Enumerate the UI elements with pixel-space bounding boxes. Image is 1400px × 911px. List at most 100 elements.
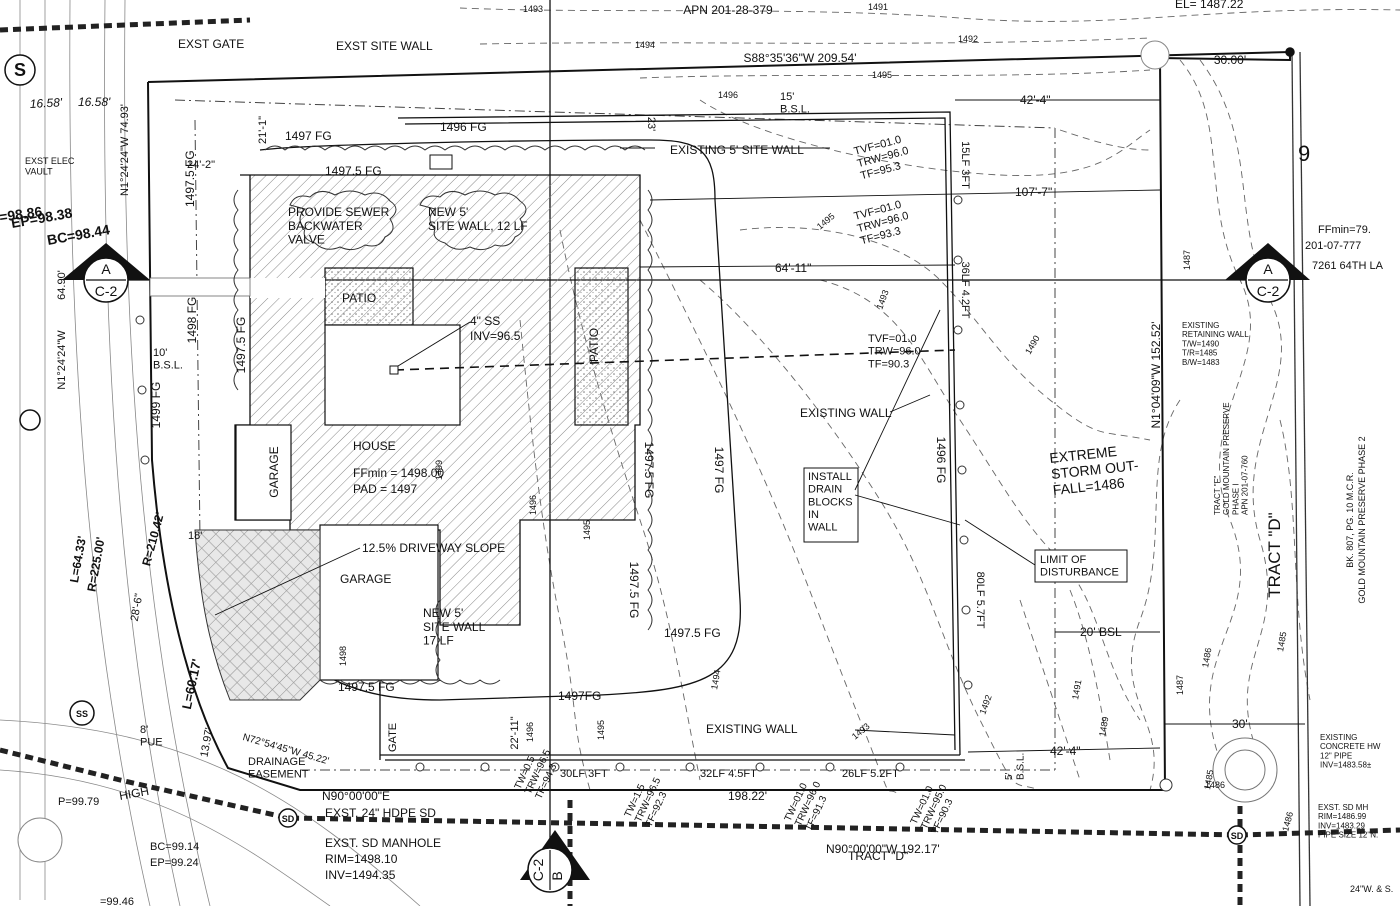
lf-80: 80LF 5.7FT [974, 572, 986, 629]
grade-1497-5-bot2: 1497.5 FG [338, 680, 395, 694]
tract-d-bottom: TRACT "D" [848, 849, 908, 863]
property-boundary [147, 50, 1291, 791]
tract-d-big: TRACT "D" [1265, 512, 1284, 597]
text-line: VALVE [288, 233, 325, 247]
text-line: INV=1483.29 [1318, 821, 1365, 830]
text-line: LIMIT OF [1040, 554, 1087, 566]
grade-1497-5-right2: 1497.5 FG [627, 562, 641, 619]
contour-label: 1495 [815, 211, 837, 232]
text-line: PUE [140, 737, 163, 749]
wall-bot-3: TW=01.0TRW=96.0TF=91.3 [783, 775, 834, 833]
text-line: EASEMENT [248, 769, 309, 781]
bottom-bearing: N90°00'00"E [322, 789, 390, 803]
wall-top-1: TVF=01.0TRW=96.0TF=95.3 [853, 133, 914, 183]
driveway [194, 529, 321, 701]
contour-label: 1487 [1175, 675, 1185, 695]
contour-label: 1499 [434, 460, 444, 480]
dim-42-4-top: 42'-4" [1020, 93, 1051, 107]
contour-label: 1493 [523, 4, 543, 14]
dim-24-2: 24'-2" [187, 159, 215, 171]
text-line: RETAINING WALL [1182, 330, 1249, 339]
bsl-5: 5'B.S.L. [1004, 753, 1027, 780]
utility-symbols [4, 40, 1295, 863]
right-dim-30: 30.00' [1214, 53, 1246, 67]
text-line: IN [808, 509, 819, 521]
grade-1498-left: 1498 FG [185, 297, 199, 344]
lot-9: 9 [1298, 141, 1310, 166]
text-line: 15' [780, 91, 794, 103]
text-line: INV=1483.58± [1320, 761, 1372, 770]
svg-text:SS: SS [76, 709, 88, 719]
tract-f-note: TRACT "F"GOLD MOUNTAIN PRESERVEPHASE IAP… [1213, 402, 1250, 515]
text-line: APN 201-07-760 [1241, 455, 1250, 515]
manhole-tags: S SD SD SS [14, 60, 1244, 841]
contour-label: 1494 [635, 40, 655, 50]
text-line: T/R=1485 [1182, 349, 1218, 358]
curve-radius-2: R=225.00' [84, 536, 107, 593]
contour-label: 1490 [1023, 334, 1042, 356]
e-9946: =99.46 [100, 896, 134, 906]
existing-site-wall-label: EXISTING 5' SITE WALL [670, 143, 804, 157]
site-walls [239, 111, 965, 761]
text-line: GOLD MOUNTAIN PRESERVE [1222, 402, 1231, 515]
top-bearing: S88°35'36"W 209.54' [743, 51, 856, 65]
text-line: NEW 5' [423, 606, 463, 620]
text-line: DISTURBANCE [1040, 567, 1119, 579]
ep-9924: EP=99.24 [150, 857, 199, 869]
contour-label: 1486 [1280, 811, 1295, 833]
setback-lines [174, 99, 1056, 771]
grade-1497-5-bot: 1497.5 FG [664, 626, 721, 640]
text-line: TRW=96.0 [868, 346, 921, 358]
e-9886: =98.86 [0, 203, 43, 225]
section-a-left: A [101, 261, 111, 277]
contour-label: 1492 [977, 693, 993, 715]
dim-23: 23' [645, 117, 657, 131]
contour-label: 1487 [1182, 250, 1192, 270]
contour-label: 1491 [868, 2, 888, 12]
tract-boundary [1291, 51, 1311, 907]
contour-label: 1495 [872, 70, 892, 80]
text-line: 17 LF [423, 634, 454, 648]
text-line: WALL [808, 522, 838, 534]
text-line: EXISTING [1320, 733, 1357, 742]
svg-text:SD: SD [1231, 831, 1244, 841]
bsl-20: 20' BSL [1080, 625, 1122, 639]
exst-gate-label: EXST GATE [178, 37, 244, 51]
text-line: RIM=1486.99 [1318, 812, 1367, 821]
grade-1497-right: 1497 FG [712, 447, 726, 494]
house-ff: FFmin = 1498.00 [353, 466, 444, 480]
bsl-15: 15'B.S.L. [780, 91, 810, 116]
section-marker-left [62, 243, 150, 303]
sewer-symbol-text: S [14, 60, 26, 80]
gold-mtn-bk: BK. 807, PG. 10 M.C.R. [1345, 472, 1355, 568]
svg-text:SD: SD [282, 814, 295, 824]
left-bearing: N1°24'24"W 74.93' [119, 104, 131, 196]
exst-site-wall-label: EXST SITE WALL [336, 39, 433, 53]
grade-1499-left: 1499 FG [149, 382, 163, 429]
section-c2-left: C-2 [95, 283, 118, 299]
p-9979: P=99.79 [58, 796, 99, 808]
text-line: EXST. SD MH [1318, 803, 1368, 812]
section-a-right: A [1263, 261, 1273, 277]
ss-inv: INV=96.5 [470, 329, 521, 343]
lf-36: 36LF 4.2FT [959, 262, 971, 319]
dim-21-1: 21'-1" [257, 116, 269, 144]
section-c2-right: C-2 [1257, 283, 1280, 299]
lot-addr: 7261 64TH LA [1312, 260, 1384, 272]
patio-1: PATIO [342, 291, 376, 305]
contour-label: 1492 [958, 34, 978, 44]
text-line: B.S.L. [153, 360, 183, 372]
manhole-inv: INV=1494.35 [325, 868, 396, 882]
text-line: B.S.L. [1016, 753, 1027, 780]
grade-1497-top: 1497 FG [285, 129, 332, 143]
contour-label: 1494 [709, 669, 722, 690]
street-lines [0, 0, 421, 907]
bsl-10: 10'B.S.L. [153, 347, 183, 372]
sewer-leader [397, 321, 471, 367]
